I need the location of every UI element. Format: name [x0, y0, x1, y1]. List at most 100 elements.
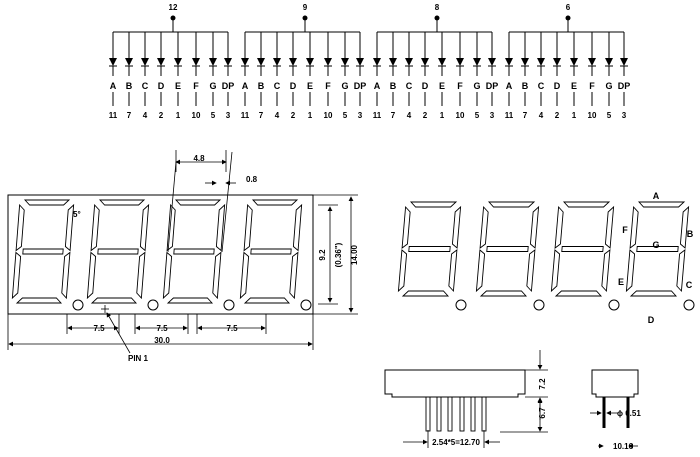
segment-e: [397, 249, 408, 293]
segment-b: [451, 205, 462, 249]
dim-char-height: 9.2: [318, 249, 327, 261]
decimal-point: [300, 299, 312, 311]
led-diode-symbol: [389, 58, 397, 66]
segment-label: B: [390, 81, 397, 91]
segment-f: [90, 203, 100, 252]
segment-a: [409, 201, 458, 208]
segment-label: F: [457, 81, 463, 91]
led-diode-symbol: [521, 58, 529, 66]
segment-d: [401, 290, 450, 297]
segment-f: [479, 205, 489, 249]
seg-label-b: B: [687, 229, 694, 239]
segment-label: E: [175, 81, 181, 91]
pin-number: 7: [259, 111, 264, 120]
segment-label: D: [290, 81, 297, 91]
dim-row-spacing: 10.16: [613, 442, 634, 451]
led-diode-symbol: [341, 58, 349, 66]
segment-label: DP: [354, 81, 367, 91]
segment-g: [408, 246, 451, 252]
segment-g: [561, 246, 604, 252]
pin-lead: [459, 396, 465, 432]
pin-number: 4: [539, 111, 544, 120]
led-diode-symbol: [570, 58, 578, 66]
dim-body-length: 30.0: [154, 336, 170, 345]
pin-number: 10: [324, 111, 333, 120]
dim-pitch-2: 7.5: [156, 324, 168, 333]
seg-view-digit-2: [475, 201, 540, 297]
pin-number: 5: [211, 111, 216, 120]
segment-d: [15, 297, 63, 304]
led-diode-symbol: [241, 58, 249, 66]
segment-a: [98, 199, 146, 206]
pin-number: 10: [588, 111, 597, 120]
seg-label-g: G: [652, 240, 659, 250]
dim-pin-spacing: 2.54*5=12.70: [432, 438, 480, 447]
common-pin-label: 6: [566, 3, 571, 12]
segment-f: [554, 205, 564, 249]
segment-b: [529, 205, 540, 249]
led-diode-symbol: [373, 58, 381, 66]
dim-slant-angle: 5°: [73, 210, 81, 219]
segment-d: [90, 297, 138, 304]
segment-f: [629, 205, 639, 249]
common-pin-label: 9: [303, 3, 308, 12]
pin-lead: [447, 396, 453, 432]
segment-label: E: [439, 81, 445, 91]
seg-label-c: C: [686, 280, 693, 290]
segment-label: A: [110, 81, 117, 91]
segment-b: [292, 203, 303, 252]
pin-number: 2: [555, 111, 560, 120]
led-diode-symbol: [125, 58, 133, 66]
led-diode-symbol: [324, 58, 332, 66]
side-pins: [425, 396, 487, 432]
decimal-point: [455, 299, 467, 311]
pin-number: 4: [275, 111, 280, 120]
seg-label-a: A: [653, 191, 660, 201]
led-diode-symbol: [405, 58, 413, 66]
segment-b: [64, 203, 75, 252]
decimal-point: [72, 299, 84, 311]
pin-number: 3: [358, 111, 363, 120]
segment-view: A B C D E F G: [397, 191, 695, 325]
segment-f: [401, 205, 411, 249]
segment-f: [15, 203, 25, 252]
segment-g: [22, 248, 64, 255]
seg-view-digit-4: [625, 201, 690, 297]
segment-b: [215, 203, 226, 252]
pin-schematic: 12A11B7C4D2E1F10G5DP39A11B7C4D2E1F10G5DP…: [109, 3, 630, 120]
dim-pitch-1: 7.5: [93, 324, 105, 333]
segment-g: [250, 248, 292, 255]
pin-lead: [481, 396, 487, 432]
segment-label: D: [422, 81, 429, 91]
dim-digit-width: 4.8: [193, 154, 205, 163]
led-diode-symbol: [605, 58, 613, 66]
segment-label: G: [605, 81, 612, 91]
pin-number: 11: [373, 111, 382, 120]
segment-label: C: [142, 81, 149, 91]
segment-a: [174, 199, 222, 206]
segment-a: [637, 201, 686, 208]
segment-d: [629, 290, 678, 297]
led-diode-symbol: [473, 58, 481, 66]
segment-a: [562, 201, 611, 208]
dim-side-height: 7.2: [538, 378, 547, 390]
end-body: [591, 369, 639, 398]
segment-label: E: [571, 81, 577, 91]
segment-label: D: [158, 81, 165, 91]
segment-b: [139, 203, 150, 252]
front-digit-3: [162, 199, 226, 304]
pin-number: 11: [505, 111, 514, 120]
segment-label: F: [193, 81, 199, 91]
segment-d: [243, 297, 291, 304]
led-diode-symbol: [289, 58, 297, 66]
segment-e: [550, 249, 561, 293]
pin-number: 4: [407, 111, 412, 120]
segment-label: A: [374, 81, 381, 91]
pin-number: 1: [176, 111, 181, 120]
pin-number: 4: [143, 111, 148, 120]
led-diode-symbol: [553, 58, 561, 66]
pin-number: 5: [343, 111, 348, 120]
pin-number: 7: [391, 111, 396, 120]
led-diode-symbol: [141, 58, 149, 66]
